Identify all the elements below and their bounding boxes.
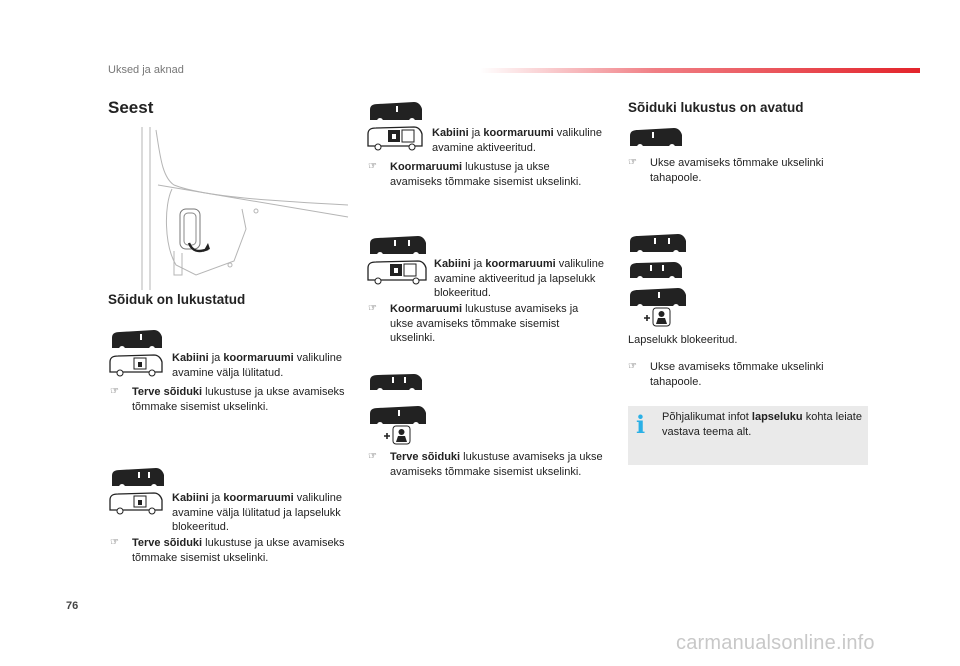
van-icon (368, 234, 428, 258)
van-icon (368, 100, 424, 124)
child-lock-label: Lapselukk blokeeritud. (628, 334, 738, 346)
child-lock-icon (642, 306, 672, 328)
van-icon (110, 466, 166, 490)
van-unlock-icon (366, 124, 424, 152)
bullet-text: Ukse avamiseks tõmmake ukselinki tahapoo… (650, 361, 824, 388)
right-bullet2: ☞ Ukse avamiseks tõmmake ukselinki tahap… (628, 360, 858, 389)
bullet-icon: ☞ (368, 161, 377, 172)
page-number: 76 (66, 600, 79, 612)
info-text: Põhjalikumat infot lapseluku kohta leiat… (662, 411, 862, 438)
van-lock-icon (108, 490, 164, 516)
left-block2-text: Kabiini ja koormaruumi valikuline avamin… (172, 492, 342, 533)
van-lock-icon (108, 352, 164, 378)
bullet-icon: ☞ (628, 361, 637, 372)
middle-block2-text: Kabiini ja koormaruumi valikuline avamin… (434, 258, 604, 299)
bullet-text: Koormaruumi lukustuse avamiseks ja ukse … (390, 303, 579, 344)
van-icon (368, 404, 428, 428)
van-icon (628, 126, 684, 150)
bullet-icon: ☞ (628, 157, 637, 168)
right-bullet1: ☞ Ukse avamiseks tõmmake ukselinki tahap… (628, 156, 858, 185)
header-accent-bar (480, 68, 920, 73)
van-icon (110, 328, 164, 352)
info-icon: i (636, 410, 646, 439)
bullet-icon: ☞ (368, 451, 377, 462)
left-block1-text: Kabiini ja koormaruumi valikuline avamin… (172, 352, 342, 379)
door-handle-illustration (134, 125, 350, 290)
middle-block2-bullet: ☞ Koormaruumi lukustuse avamiseks ja uks… (368, 302, 604, 346)
child-lock-icon (382, 424, 412, 446)
bullet-text: Ukse avamiseks tõmmake ukselinki tahapoo… (650, 157, 824, 184)
bullet-text: Terve sõiduki lukustuse ja ukse avamisek… (132, 386, 345, 413)
bullet-icon: ☞ (110, 386, 119, 397)
heading-vehicle-unlocked: Sõiduki lukustus on avatud (628, 100, 804, 115)
info-box: i Põhjalikumat infot lapseluku kohta lei… (628, 406, 868, 465)
van-icon (368, 372, 424, 394)
left-block1-bullet: ☞ Terve sõiduki lukustuse ja ukse avamis… (110, 385, 352, 414)
bullet-icon: ☞ (110, 537, 119, 548)
van-icon (628, 260, 684, 282)
heading-vehicle-locked: Sõiduk on lukustatud (108, 292, 246, 307)
van-icon (628, 232, 688, 256)
middle-block3-bullet: ☞ Terve sõiduki lukustuse avamiseks ja u… (368, 450, 604, 479)
heading-seest: Seest (108, 98, 154, 117)
bullet-text: Koormaruumi lukustuse ja ukse avamiseks … (390, 161, 582, 188)
watermark: carmanualsonline.info (676, 632, 875, 654)
bullet-text: Terve sõiduki lukustuse avamiseks ja uks… (390, 451, 603, 478)
section-header: Uksed ja aknad (108, 64, 184, 76)
left-block2-bullet: ☞ Terve sõiduki lukustuse ja ukse avamis… (110, 536, 352, 565)
van-unlock-icon (366, 258, 428, 286)
van-icon (628, 286, 688, 310)
middle-block1-bullet: ☞ Koormaruumi lukustuse ja ukse avamisek… (368, 160, 604, 189)
middle-block1-text: Kabiini ja koormaruumi valikuline avamin… (432, 127, 602, 154)
bullet-text: Terve sõiduki lukustuse ja ukse avamisek… (132, 537, 345, 564)
bullet-icon: ☞ (368, 303, 377, 314)
